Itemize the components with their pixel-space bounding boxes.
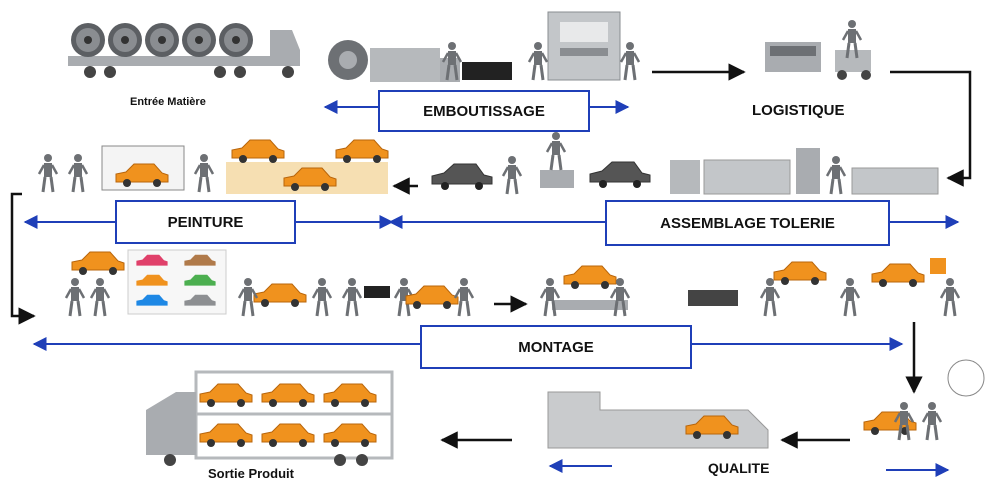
paint-booth-icon xyxy=(37,139,389,194)
final-assembly-icon xyxy=(64,249,961,318)
stamping-press-line-icon xyxy=(328,11,641,82)
box-montage: MONTAGE xyxy=(420,325,692,369)
process-flow-arrows xyxy=(10,63,972,449)
box-assemblage-tolerie: ASSEMBLAGE TOLERIE xyxy=(605,200,890,246)
label-sortie-produit: Sortie Produit xyxy=(208,466,294,481)
label-entree-matiere: Entrée Matière xyxy=(130,96,206,108)
coil-truck-icon xyxy=(68,23,300,78)
quality-test-track-icon xyxy=(547,359,985,449)
label-qualite: QUALITE xyxy=(708,460,770,476)
car-transporter-truck-icon xyxy=(146,370,394,466)
stage-range-arrows xyxy=(23,100,960,477)
label-logistique: LOGISTIQUE xyxy=(752,102,845,119)
logistics-forklift-icon xyxy=(765,18,871,80)
box-peinture: PEINTURE xyxy=(115,200,296,244)
box-emboutissage: EMBOUTISSAGE xyxy=(378,90,590,132)
body-assembly-icon xyxy=(431,130,939,196)
